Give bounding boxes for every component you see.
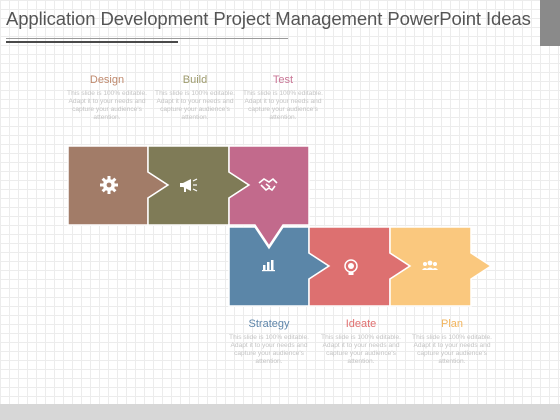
gear-icon [100, 176, 118, 194]
stage-label-plan: Plan [440, 318, 464, 330]
people-icon [422, 260, 438, 270]
title-rule-thin [6, 38, 288, 39]
megaphone-icon [180, 178, 198, 192]
stage-block-plan [389, 226, 493, 307]
page-title: Application Development Project Manageme… [6, 8, 531, 29]
stage-desc-ideate: This slide is 100% editable. Adapt it to… [321, 334, 401, 365]
corner-tab [540, 0, 560, 46]
bottom-strip [0, 404, 560, 420]
stage-desc-build: This slide is 100% editable. Adapt it to… [155, 90, 235, 121]
stage-block-test [228, 145, 310, 248]
stage-label-design: Design [89, 74, 125, 86]
stage-desc-test: This slide is 100% editable. Adapt it to… [243, 90, 323, 121]
bar-chart-icon [262, 260, 275, 272]
handshake-icon [258, 177, 278, 192]
stage-desc-design: This slide is 100% editable. Adapt it to… [67, 90, 147, 121]
stage-label-strategy: Strategy [248, 318, 290, 330]
stage-desc-plan: This slide is 100% editable. Adapt it to… [412, 334, 492, 365]
stage-label-build: Build [182, 74, 208, 86]
stage-desc-strategy: This slide is 100% editable. Adapt it to… [229, 334, 309, 365]
lightbulb-icon [344, 259, 358, 275]
stage-label-ideate: Ideate [345, 318, 377, 330]
title-rule-thick [6, 41, 178, 43]
stage-label-test: Test [272, 74, 294, 86]
